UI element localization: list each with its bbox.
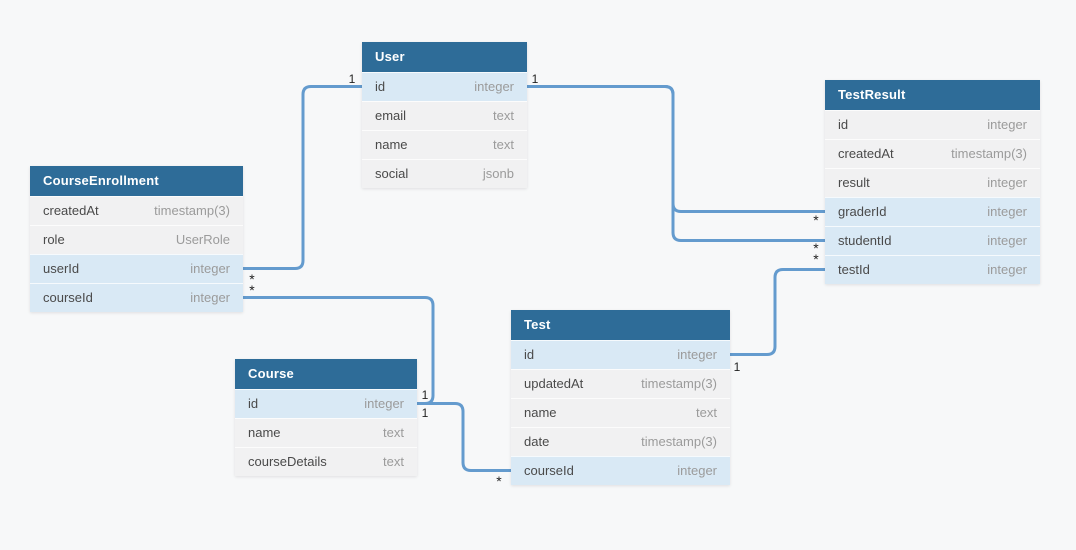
- field-type: integer: [987, 262, 1027, 277]
- field-name: name: [248, 425, 281, 440]
- relationship-line-course-id-to-test-courseid: [417, 402, 511, 472]
- entity-table-user[interactable]: User id integer email text name text social json…: [362, 42, 527, 188]
- field-row-result: result integer: [825, 168, 1040, 197]
- field-type: integer: [190, 261, 230, 276]
- field-name: createdAt: [838, 146, 894, 161]
- field-row-studentid: studentId integer: [825, 226, 1040, 255]
- field-row-graderid: graderId integer: [825, 197, 1040, 226]
- relationship-line-user-id-to-testresult-graderid: [527, 85, 825, 213]
- field-name: id: [838, 117, 849, 132]
- field-name: id: [248, 396, 259, 411]
- field-name: studentId: [838, 233, 892, 248]
- entity-table-course[interactable]: Course id integer name text courseDetails text: [235, 359, 417, 476]
- cardinality-label: *: [249, 271, 255, 287]
- entity-table-title[interactable]: CourseEnrollment: [30, 166, 243, 196]
- field-name: name: [524, 405, 557, 420]
- field-row-testid: testId integer: [825, 255, 1040, 284]
- field-row-userid: userId integer: [30, 254, 243, 283]
- cardinality-label: 1: [349, 72, 356, 86]
- field-name: graderId: [838, 204, 887, 219]
- field-row-createdat: createdAt timestamp(3): [825, 139, 1040, 168]
- field-type: integer: [677, 347, 717, 362]
- field-type: timestamp(3): [154, 203, 230, 218]
- field-row-id: id integer: [235, 389, 417, 418]
- field-row-id: id integer: [825, 110, 1040, 139]
- entity-table-title[interactable]: Course: [235, 359, 417, 389]
- field-type: integer: [474, 79, 514, 94]
- entity-table-testresult[interactable]: TestResult id integer createdAt timestamp(3)…: [825, 80, 1040, 284]
- field-name: role: [43, 232, 65, 247]
- cardinality-label: 1: [532, 72, 539, 86]
- field-name: social: [375, 166, 409, 181]
- relationship-line-user-id-to-testresult-studentid: [527, 85, 825, 242]
- field-name: result: [838, 175, 870, 190]
- field-row-courseid: courseId integer: [511, 456, 730, 485]
- field-name: testId: [838, 262, 870, 277]
- field-row-name: name text: [511, 398, 730, 427]
- field-name: id: [375, 79, 386, 94]
- field-row-name: name text: [362, 130, 527, 159]
- field-name: name: [375, 137, 408, 152]
- field-row-social: social jsonb: [362, 159, 527, 188]
- cardinality-label: *: [249, 282, 255, 298]
- field-type: jsonb: [482, 166, 514, 181]
- field-type: text: [383, 425, 404, 440]
- cardinality-label: 1: [422, 406, 429, 420]
- field-row-id: id integer: [511, 340, 730, 369]
- field-type: timestamp(3): [951, 146, 1027, 161]
- cardinality-label: *: [496, 473, 502, 489]
- field-name: userId: [43, 261, 80, 276]
- field-name: updatedAt: [524, 376, 584, 391]
- field-name: courseId: [43, 290, 93, 305]
- field-type: text: [493, 108, 514, 123]
- field-type: timestamp(3): [641, 434, 717, 449]
- field-row-email: email text: [362, 101, 527, 130]
- field-name: courseDetails: [248, 454, 327, 469]
- field-type: text: [383, 454, 404, 469]
- field-type: text: [696, 405, 717, 420]
- cardinality-label: 1: [422, 388, 429, 402]
- field-type: integer: [987, 175, 1027, 190]
- field-row-courseid: courseId integer: [30, 283, 243, 312]
- entity-table-title[interactable]: TestResult: [825, 80, 1040, 110]
- field-type: integer: [987, 204, 1027, 219]
- field-name: createdAt: [43, 203, 99, 218]
- field-type: integer: [364, 396, 404, 411]
- field-row-updatedat: updatedAt timestamp(3): [511, 369, 730, 398]
- field-name: email: [375, 108, 407, 123]
- field-name: courseId: [524, 463, 574, 478]
- relationship-line-courseenrollment-userid-to-user-id: [243, 85, 362, 270]
- field-row-role: role UserRole: [30, 225, 243, 254]
- field-name: date: [524, 434, 550, 449]
- field-row-createdat: createdAt timestamp(3): [30, 196, 243, 225]
- field-type: UserRole: [175, 232, 230, 247]
- entity-table-test[interactable]: Test id integer updatedAt timestamp(3) name te…: [511, 310, 730, 485]
- field-type: integer: [987, 117, 1027, 132]
- field-name: id: [524, 347, 535, 362]
- field-type: integer: [677, 463, 717, 478]
- field-row-name: name text: [235, 418, 417, 447]
- field-type: timestamp(3): [641, 376, 717, 391]
- entity-table-title[interactable]: Test: [511, 310, 730, 340]
- entity-table-courseenrollment[interactable]: CourseEnrollment createdAt timestamp(3) rol…: [30, 166, 243, 312]
- field-row-coursedetails: courseDetails text: [235, 447, 417, 476]
- entity-table-title[interactable]: User: [362, 42, 527, 72]
- field-type: integer: [987, 233, 1027, 248]
- cardinality-label: 1: [734, 360, 741, 374]
- cardinality-label: *: [813, 251, 819, 267]
- field-type: integer: [190, 290, 230, 305]
- cardinality-label: *: [813, 240, 819, 256]
- cardinality-label: *: [813, 212, 819, 228]
- field-row-date: date timestamp(3): [511, 427, 730, 456]
- field-row-id: id integer: [362, 72, 527, 101]
- field-type: text: [493, 137, 514, 152]
- relationship-line-test-id-to-testresult-testid: [730, 268, 825, 356]
